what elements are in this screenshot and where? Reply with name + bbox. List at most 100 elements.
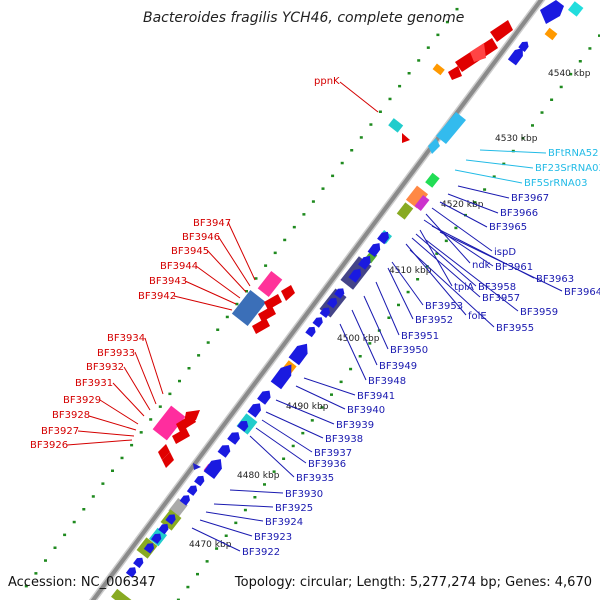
- label-bf3965: BF3965: [489, 222, 527, 233]
- gene-arrow: [247, 403, 261, 418]
- connector-line: [447, 193, 499, 214]
- label-bf3952: BF3952: [415, 315, 453, 326]
- label-bf5srrna03: BF5SrRNA03: [524, 178, 587, 189]
- label-bf3927: BF3927: [41, 426, 79, 437]
- gene-arrow: [158, 524, 169, 535]
- gene-block: [414, 195, 430, 211]
- gene-block: [111, 588, 133, 600]
- gc-dot: [111, 469, 114, 472]
- connector-line: [431, 207, 493, 252]
- label-bftrna52: BFtRNA52: [548, 148, 599, 159]
- gene-arrow: [186, 485, 198, 496]
- gc-dot: [540, 111, 544, 114]
- gc-dot: [598, 34, 600, 37]
- label-bf3929: BF3929: [63, 395, 101, 406]
- connector-line: [206, 249, 247, 293]
- label-bf3930: BF3930: [285, 489, 323, 500]
- gc-dot: [473, 201, 477, 204]
- gene-arrow: [217, 445, 231, 458]
- gene-arrow: [125, 567, 137, 578]
- gene-block: [544, 27, 558, 41]
- tick-4490: 4490 kbp: [286, 402, 329, 412]
- map-title: Bacteroides fragilis YCH46, complete gen…: [143, 10, 464, 26]
- gene-arrow: [151, 533, 162, 544]
- tick-4540: 4540 kbp: [548, 69, 591, 79]
- gc-dot: [492, 175, 496, 178]
- connector-line: [303, 377, 356, 396]
- gene-block: [432, 63, 445, 76]
- label-bf3935: BF3935: [296, 473, 334, 484]
- gene-bf3944: [264, 294, 282, 310]
- connector-line: [217, 235, 251, 287]
- label-bf3942: BF3942: [138, 291, 176, 302]
- gene-bf3932: [172, 428, 190, 444]
- gc-dot: [387, 316, 391, 319]
- connector-line: [275, 399, 335, 425]
- label-bf3953: BF3953: [425, 301, 463, 312]
- tick-4500: 4500 kbp: [337, 334, 380, 344]
- connector-line: [425, 239, 519, 312]
- gc-dot: [359, 136, 363, 139]
- genome-summary: Topology: circular; Length: 5,277,274 bp…: [234, 575, 592, 590]
- tick-4480: 4480 kbp: [237, 471, 280, 481]
- connector-line: [375, 281, 400, 336]
- position-ticks: 4540 kbp 4530 kbp 4520 kbp 4510 kbp 4500…: [189, 69, 591, 550]
- gene-arrow: [507, 48, 523, 66]
- connector-line: [363, 295, 389, 350]
- label-bf3926: BF3926: [30, 440, 68, 451]
- gc-dot: [292, 225, 296, 229]
- gene-ppnk: [402, 133, 410, 143]
- gene-arrow: [288, 343, 308, 366]
- gc-dot: [205, 560, 209, 563]
- gc-dot: [454, 226, 458, 230]
- connector-line: [419, 229, 453, 287]
- connector-line: [77, 430, 135, 437]
- label-bf3963: BF3963: [536, 274, 574, 285]
- connector-line: [351, 309, 378, 366]
- connector-line: [112, 382, 145, 417]
- labels-rna: BFtRNA52 BF23SrRNA03 BF5SrRNA03: [524, 148, 600, 189]
- gene-block: [405, 185, 429, 209]
- gc-dot: [272, 470, 276, 473]
- gene-arrow: [334, 288, 345, 299]
- label-bf3943: BF3943: [149, 276, 187, 287]
- gc-dot: [139, 431, 143, 434]
- label-ndk: ndk: [472, 260, 491, 271]
- gc-dot: [502, 162, 506, 166]
- accession-label: Accession: NC_006347: [8, 575, 156, 590]
- gene-arrow: [165, 514, 176, 525]
- gc-dot: [120, 456, 124, 460]
- connector-line: [123, 366, 151, 411]
- gene-block: [540, 0, 564, 24]
- gc-dot: [186, 585, 190, 589]
- label-bf3944: BF3944: [160, 261, 198, 272]
- gc-dot: [206, 341, 210, 344]
- gc-dot: [44, 559, 47, 562]
- gc-dot: [569, 72, 573, 76]
- connector-line: [199, 519, 253, 537]
- gene-arrow: [518, 41, 529, 52]
- gc-dot: [321, 187, 325, 190]
- gene-arrow: [237, 421, 249, 432]
- gc-dot: [82, 508, 86, 511]
- gc-dot-tracks: [24, 7, 600, 600]
- connector-line: [173, 295, 233, 311]
- gc-dot: [330, 393, 333, 396]
- gc-dot: [215, 547, 219, 550]
- gene-bf3931: [184, 410, 200, 422]
- gene-arrow: [257, 390, 271, 405]
- gene-arrow: [270, 364, 292, 390]
- label-bf3922-text: BF3922: [242, 547, 280, 558]
- gc-dot: [550, 98, 554, 101]
- label-bf3957: BF3957: [482, 293, 520, 304]
- gene-bf3945: [231, 290, 267, 326]
- connector-line: [439, 201, 488, 228]
- gene-arrow: [377, 231, 389, 245]
- gene-block: [425, 172, 440, 188]
- label-bf3948-text: BF3948: [368, 376, 406, 387]
- gc-dot: [302, 213, 306, 216]
- gene-arrow: [305, 326, 316, 338]
- tick-4520: 4520 kbp: [441, 200, 484, 210]
- label-ppnk: ppnK: [314, 76, 340, 87]
